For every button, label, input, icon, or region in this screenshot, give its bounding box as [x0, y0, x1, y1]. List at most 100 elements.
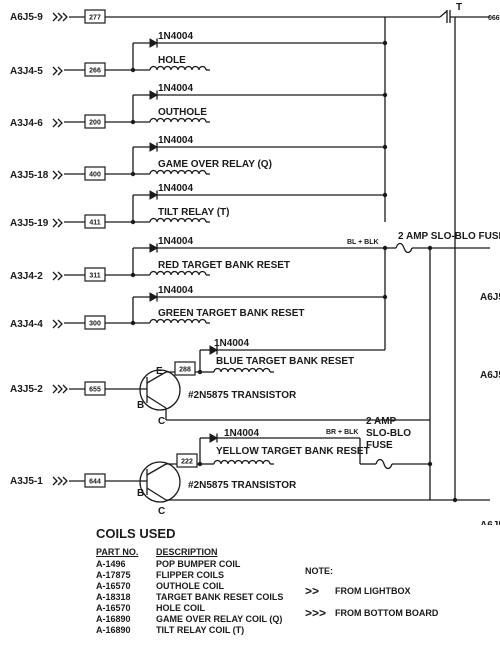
note-title: NOTE:	[305, 566, 333, 576]
switch-contact	[439, 10, 448, 18]
coil-icon	[149, 65, 207, 71]
double-chevron-icon: >>	[305, 584, 320, 598]
diode-label: 1N4004	[158, 83, 193, 94]
wire-number-box	[174, 361, 196, 376]
junction-dot	[382, 40, 388, 46]
fuse-label: 2 AMP	[366, 416, 397, 427]
description: POP BUMPER COIL	[156, 559, 241, 569]
coil-icon	[149, 217, 207, 223]
diode-label: 1N4004	[158, 285, 193, 296]
diode-label: 1N4004	[158, 31, 193, 42]
coil-label: OUTHOLE	[158, 107, 207, 118]
description: HOLE COIL	[156, 603, 205, 613]
coils-header: PART NO. DESCRIPTION	[96, 547, 326, 557]
wire-number: 644	[89, 479, 101, 486]
fuse-label: SLO-BLO	[366, 428, 411, 439]
connector-label: A3J4-6	[10, 118, 43, 129]
description: GAME OVER RELAY COIL (Q)	[156, 614, 283, 624]
part-no: A-18318	[96, 592, 131, 602]
diode-label: 1N4004	[158, 135, 193, 146]
wire-number: 200	[89, 120, 101, 127]
part-no: A-16890	[96, 625, 131, 635]
junction-dot	[427, 461, 433, 467]
junction-dot	[382, 294, 388, 300]
connector-label: A6J5-9	[10, 12, 43, 23]
diode-icon	[149, 38, 159, 48]
wire-number-box	[84, 114, 106, 129]
right-ref-label: A6J5	[480, 370, 500, 381]
wire-number-box	[84, 9, 106, 24]
connector-label: A3J4-2	[10, 271, 43, 282]
wire-number: 222	[181, 459, 193, 466]
double-chevron-icon	[52, 271, 63, 281]
coil-icon	[213, 367, 271, 373]
wire-number-box	[84, 214, 106, 229]
triple-chevron-icon	[52, 12, 68, 22]
junction-dot	[382, 144, 388, 150]
note-text: FROM BOTTOM BOARD	[335, 608, 439, 618]
coil-label: GAME OVER RELAY (Q)	[158, 159, 272, 170]
coil-label: HOLE	[158, 55, 186, 66]
coil-label: YELLOW TARGET BANK RESET	[216, 446, 370, 457]
note-box: NOTE: >> FROM LIGHTBOX >>> FROM BOTTOM B…	[305, 566, 438, 620]
fuse-icon	[395, 242, 413, 254]
wire-number-box	[84, 381, 106, 396]
wire-number-box	[84, 315, 106, 330]
junction-dot	[382, 92, 388, 98]
wire-number-box	[84, 166, 106, 181]
coil-icon	[149, 318, 207, 324]
junction-dot	[382, 192, 388, 198]
wire-number: 277	[89, 15, 101, 22]
connector-label: A3J5-2	[10, 384, 43, 395]
transistor-collector	[146, 487, 167, 501]
transistor-collector	[146, 395, 167, 409]
wire-number-box	[84, 473, 106, 488]
transistor-label: #2N5875 TRANSISTOR	[188, 480, 297, 491]
part-no: A-16570	[96, 581, 131, 591]
triple-chevron-icon	[52, 384, 68, 394]
connector-label: A3J5-1	[10, 476, 43, 487]
right-ref-label: A6J5	[480, 292, 500, 303]
part-no: A-17875	[96, 570, 131, 580]
coil-icon	[149, 117, 207, 123]
description: FLIPPER COILS	[156, 570, 225, 580]
coil-icon	[213, 459, 271, 465]
coils-used-table: COILS USED PART NO. DESCRIPTION A-1496 PO…	[96, 526, 326, 636]
diode-icon	[209, 345, 219, 355]
coil-label: TILT RELAY (T)	[158, 207, 229, 218]
wire-number: 400	[89, 172, 101, 179]
coil-row: A-17875 FLIPPER COILS	[96, 570, 326, 581]
description-header: DESCRIPTION	[156, 547, 218, 557]
diode-label: 1N4004	[158, 236, 193, 247]
coil-icon	[149, 169, 207, 175]
fuse-icon	[375, 458, 393, 470]
note-item: >> FROM LIGHTBOX	[305, 584, 438, 598]
wire-number: 288	[179, 367, 191, 374]
triple-chevron-icon: >>>	[305, 606, 327, 620]
coil-icon	[149, 270, 207, 276]
coil-label: GREEN TARGET BANK RESET	[158, 308, 305, 319]
wire-number: 411	[89, 220, 100, 227]
coils-used-title: COILS USED	[96, 526, 176, 541]
note-text: FROM LIGHTBOX	[335, 586, 411, 596]
double-chevron-icon	[52, 319, 63, 329]
description: OUTHOLE COIL	[156, 581, 224, 591]
part-no: A-1496	[96, 559, 126, 569]
coil-row: A-16570 OUTHOLE COIL	[96, 581, 326, 592]
diode-icon	[149, 243, 159, 253]
wire-number-box	[176, 453, 198, 468]
diode-icon	[209, 433, 219, 443]
coil-label: RED TARGET BANK RESET	[158, 260, 290, 271]
diode-label: 1N4004	[224, 428, 259, 439]
pin-label: E	[156, 366, 163, 377]
connector-label: A3J5-18	[10, 170, 49, 181]
wire-number: 266	[89, 68, 101, 75]
switch-label: T	[456, 2, 462, 13]
wire-number-box	[84, 267, 106, 282]
diode-icon	[149, 90, 159, 100]
